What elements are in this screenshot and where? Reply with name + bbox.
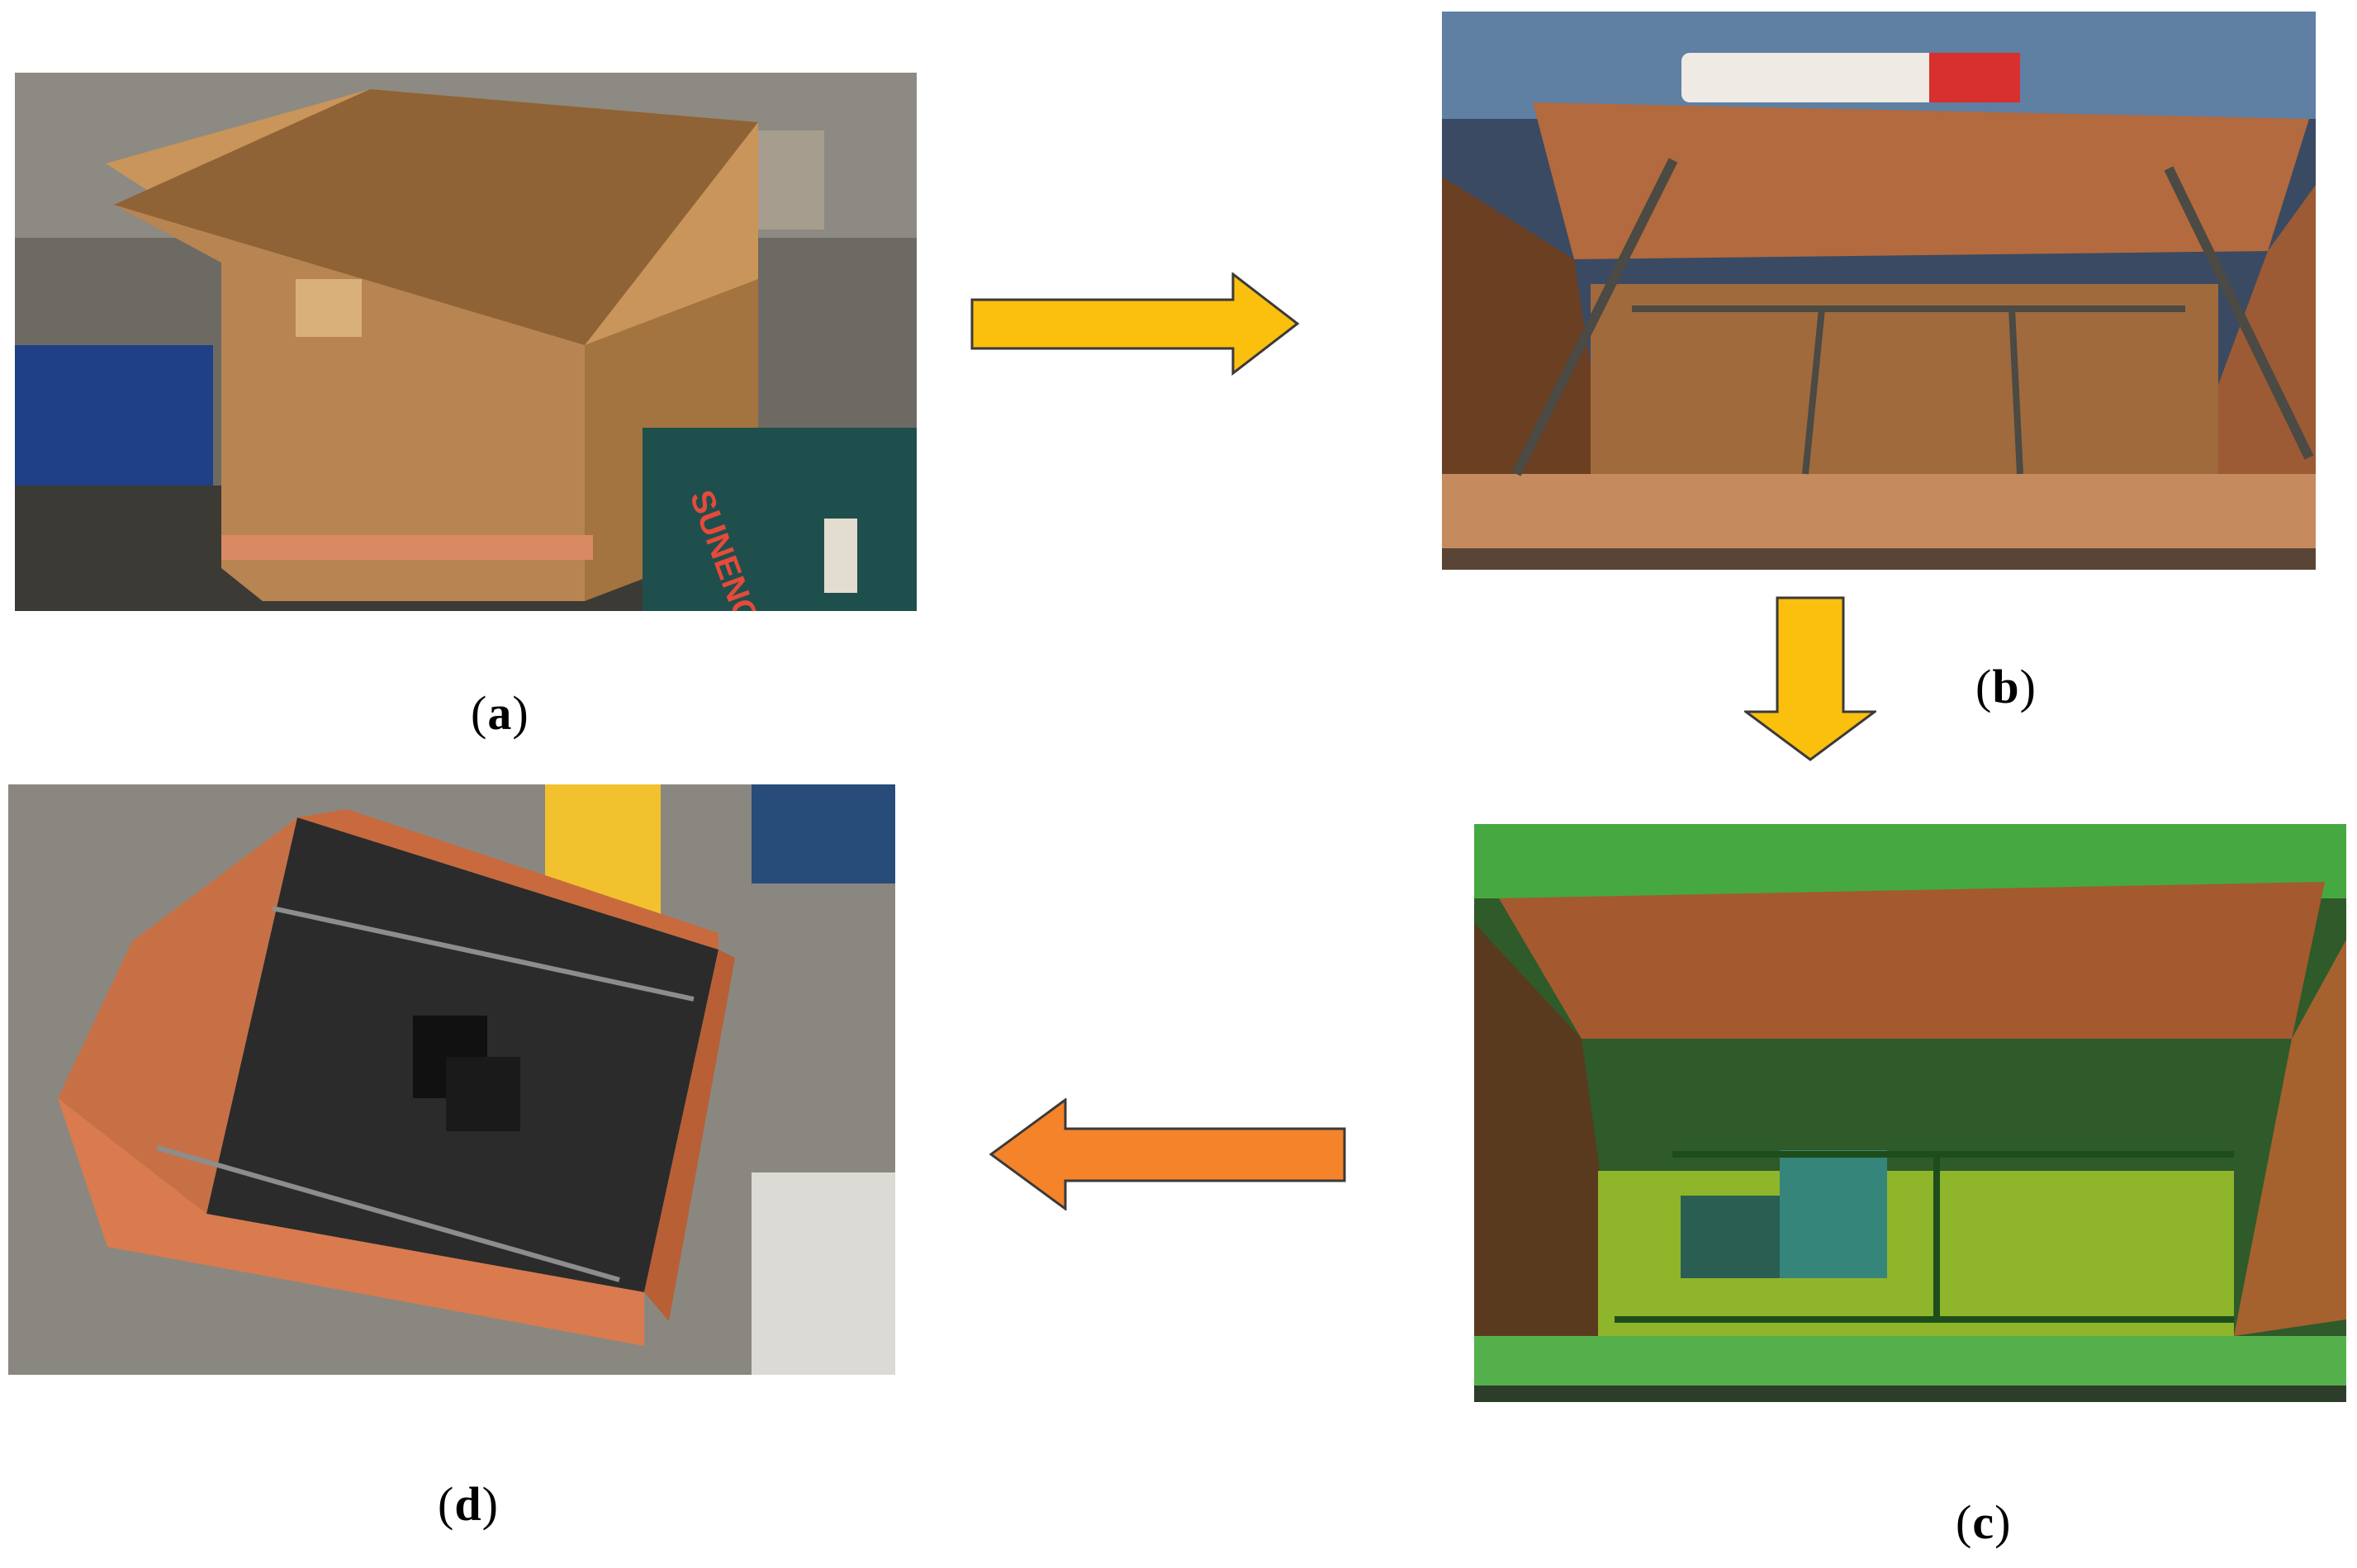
arrow-right-icon [970,272,1301,376]
panel-a-photo: SUNENG [15,73,917,611]
panel-d-photo [8,784,895,1375]
panel-c-photo [1474,824,2346,1402]
panel-b-photo [1442,12,2316,570]
label-close-paren: ) [481,1477,499,1531]
label-open-paren: ( [1956,1495,1973,1549]
label-close-paren: ) [512,686,529,740]
wooden-box-photo-icon [15,73,917,611]
panel-d-label: (d) [438,1476,499,1532]
label-close-paren: ) [1994,1495,2012,1549]
box-with-rebar-photo-icon [1442,12,2316,570]
panel-b-label: (b) [1975,659,2037,714]
label-letter: a [487,686,513,740]
label-letter: b [1992,660,2020,713]
arrow-down-icon [1744,596,1876,761]
label-letter: d [454,1477,482,1531]
label-open-paren: ( [471,686,488,740]
label-open-paren: ( [438,1477,455,1531]
box-with-steel-blocks-photo-icon [1474,824,2346,1402]
panel-a-label: (a) [471,685,529,741]
filled-concrete-box-photo-icon [8,784,895,1375]
arrow-left-icon [989,1098,1346,1210]
label-letter: c [1972,1495,1995,1549]
label-close-paren: ) [2019,660,2037,713]
panel-c-label: (c) [1956,1495,2011,1550]
label-open-paren: ( [1975,660,1993,713]
